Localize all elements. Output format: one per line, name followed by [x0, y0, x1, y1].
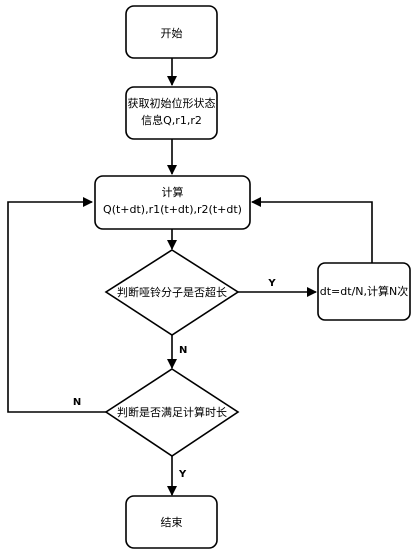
adjust-step-node: dt=dt/N,计算N次	[317, 262, 411, 321]
compute-node: 计算 Q(t+dt),r1(t+dt),r2(t+dt)	[94, 175, 251, 230]
adjust-step-node-label: dt=dt/N,计算N次	[320, 284, 408, 298]
edge-label-time-no: N	[73, 397, 81, 408]
start-node-label: 开始	[161, 26, 183, 40]
check-time-node-label: 判断是否满足计算时长	[117, 405, 227, 419]
arrow-check-time-no	[7, 197, 106, 413]
edge-label-time-yes: Y	[178, 469, 187, 480]
check-time-node: 判断是否满足计算时长	[104, 368, 240, 457]
edge-label-length-no: N	[179, 345, 187, 356]
arrow-adjust-step-to-compute	[251, 197, 373, 263]
get-state-node-line2: 信息Q,r1,r2	[141, 113, 202, 127]
compute-node-line2: Q(t+dt),r1(t+dt),r2(t+dt)	[103, 203, 242, 216]
compute-node-line1: 计算	[162, 185, 184, 199]
start-node: 开始	[125, 5, 218, 59]
end-node: 结束	[125, 495, 218, 549]
get-state-node-line1: 获取初始位形状态	[128, 96, 216, 110]
edge-label-length-yes: Y	[267, 278, 276, 289]
get-state-node: 获取初始位形状态 信息Q,r1,r2	[125, 86, 218, 140]
end-node-label: 结束	[161, 516, 183, 529]
check-length-node-label: 判断哑铃分子是否超长	[117, 285, 227, 299]
check-length-node: 判断哑铃分子是否超长	[104, 249, 240, 336]
